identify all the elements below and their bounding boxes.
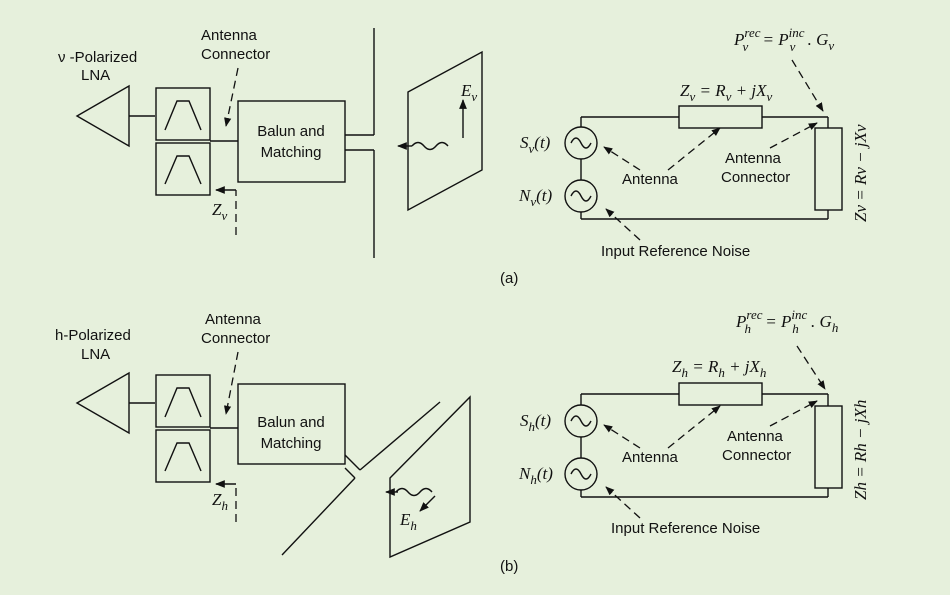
balun-label-2: Matching	[261, 144, 322, 161]
field-e-label: Eh	[399, 510, 417, 533]
circuit-connector-label-2: Connector	[722, 447, 791, 464]
filter-box-2	[155, 142, 211, 196]
balun-box	[237, 383, 346, 465]
impedance-z-label: Zh	[212, 490, 228, 513]
noise-label: Input Reference Noise	[611, 520, 760, 537]
equivalent-circuit	[564, 105, 843, 220]
dipole-antenna-icon	[345, 28, 375, 258]
bandpass-icon	[164, 100, 202, 131]
bandpass-icon	[164, 442, 202, 472]
filter-box-2	[155, 429, 211, 483]
load-impedance-label: Zh = Rh − jXh	[851, 400, 870, 500]
load-resistor	[814, 405, 843, 489]
antenna-label: Antenna	[622, 449, 679, 466]
noise-label: Input Reference Noise	[601, 243, 750, 260]
field-e-label: Eν	[460, 81, 477, 104]
dipole-antenna-icon	[281, 401, 441, 556]
balun-label: Balun and	[257, 414, 325, 431]
lna-label-2: LNA	[81, 67, 110, 84]
impedance-z-label: Zν	[212, 200, 227, 223]
balun-label-2: Matching	[261, 435, 322, 452]
caption-a: (a)	[500, 270, 518, 287]
panel-b: h-Polarized LNA Antenna Connector Zh Bal…	[55, 307, 870, 575]
circuit-connector-label-2: Connector	[721, 169, 790, 186]
load-resistor	[814, 127, 843, 211]
load-impedance-label: Zν = Rν − jXν	[851, 124, 870, 222]
antenna-connector-label-2: Connector	[201, 46, 270, 63]
antenna-connector-label-2: Connector	[201, 330, 270, 347]
lna-label-2: LNA	[81, 346, 110, 363]
balun-box	[237, 100, 346, 183]
balun-label: Balun and	[257, 123, 325, 140]
lna-label: ν -Polarized	[58, 49, 137, 66]
series-impedance-label: Zh = Rh + jXh	[672, 357, 766, 380]
antenna-connector-label: Antenna	[205, 311, 262, 328]
lna-label: h-Polarized	[55, 327, 131, 344]
circuit-connector-label: Antenna	[727, 428, 784, 445]
antenna-connector-label: Antenna	[201, 27, 258, 44]
series-impedance-label: Zν = Rν + jXν	[680, 81, 772, 104]
bandpass-icon	[164, 387, 202, 418]
lna-triangle-icon	[75, 84, 130, 148]
noise-source-label: Nh(t)	[518, 464, 553, 487]
antenna-label: Antenna	[622, 171, 679, 188]
plane-wave-icon	[397, 50, 483, 212]
circuit-connector-label: Antenna	[725, 150, 782, 167]
equivalent-circuit	[564, 382, 843, 498]
noise-source-label: Nν(t)	[518, 186, 553, 209]
filter-box-1	[155, 87, 211, 141]
plane-wave-icon	[385, 395, 471, 559]
caption-b: (b)	[500, 558, 518, 575]
bandpass-icon	[164, 155, 202, 185]
signal-source-label: Sh(t)	[520, 411, 551, 434]
panel-a: ν -Polarized LNA Antenna Connector Zν Ba…	[58, 25, 870, 287]
filter-box-1	[155, 374, 211, 428]
signal-source-label: Sν(t)	[520, 133, 551, 156]
series-resistor	[678, 105, 763, 129]
lna-triangle-icon	[75, 371, 130, 435]
series-resistor	[678, 382, 763, 406]
